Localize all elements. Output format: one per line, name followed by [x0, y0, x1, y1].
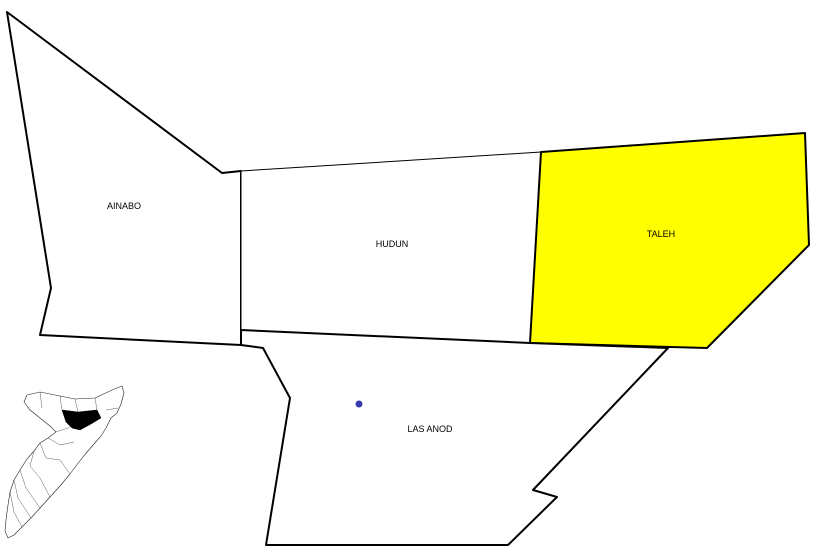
district-las-anod[interactable] — [240, 329, 669, 546]
inset-highlight-region — [61, 409, 102, 431]
label-taleh: TALEH — [647, 229, 675, 239]
district-taleh[interactable] — [529, 132, 810, 349]
label-hudun: HUDUN — [376, 239, 409, 249]
capital-marker[interactable] — [355, 400, 363, 408]
inset-region-lines — [9, 391, 119, 528]
locator-inset — [4, 385, 125, 539]
hudun-lasanod-boundary — [240, 329, 531, 344]
inset-somalia-outline — [4, 385, 125, 539]
district-ainabo[interactable] — [6, 11, 242, 346]
label-las-anod: LAS ANOD — [407, 424, 453, 434]
label-ainabo: AINABO — [107, 201, 141, 211]
